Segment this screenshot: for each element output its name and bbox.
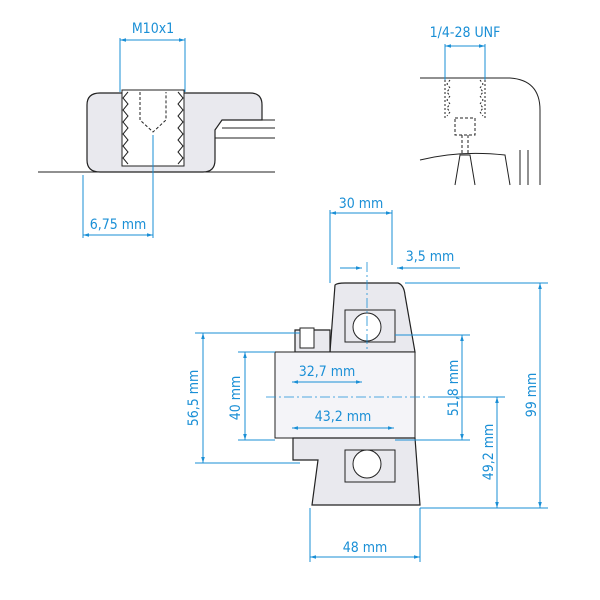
dim-offset-top: 3,5 mm [406,249,455,265]
dim-thread-inch: 1/4-28 UNF [430,25,501,41]
dim-bore-diameter: 40 mm [228,376,244,421]
dim-screw-offset: 6,75 mm [90,217,147,233]
detail-metric-set-screw: M10x1 6,75 mm [38,21,275,238]
dim-total-height: 99 mm [524,373,540,418]
dim-collar-offset: 32,7 mm [299,364,356,380]
dim-collar-diameter: 56,5 mm [186,370,202,427]
dim-center-height: 49,2 mm [481,424,497,481]
detail-inch-grease-fitting: 1/4-28 UNF [419,25,541,186]
bearing-section-view: 30 mm 3,5 mm 99 mm 49,2 mm 51,8 mm 56,5 … [186,196,548,562]
dim-thread-metric: M10x1 [132,21,174,37]
dim-inner-ring-width: 43,2 mm [315,409,372,425]
dim-outer-diameter: 51,8 mm [446,360,462,417]
dim-width-top: 30 mm [339,196,384,212]
dim-base-width: 48 mm [343,540,388,556]
